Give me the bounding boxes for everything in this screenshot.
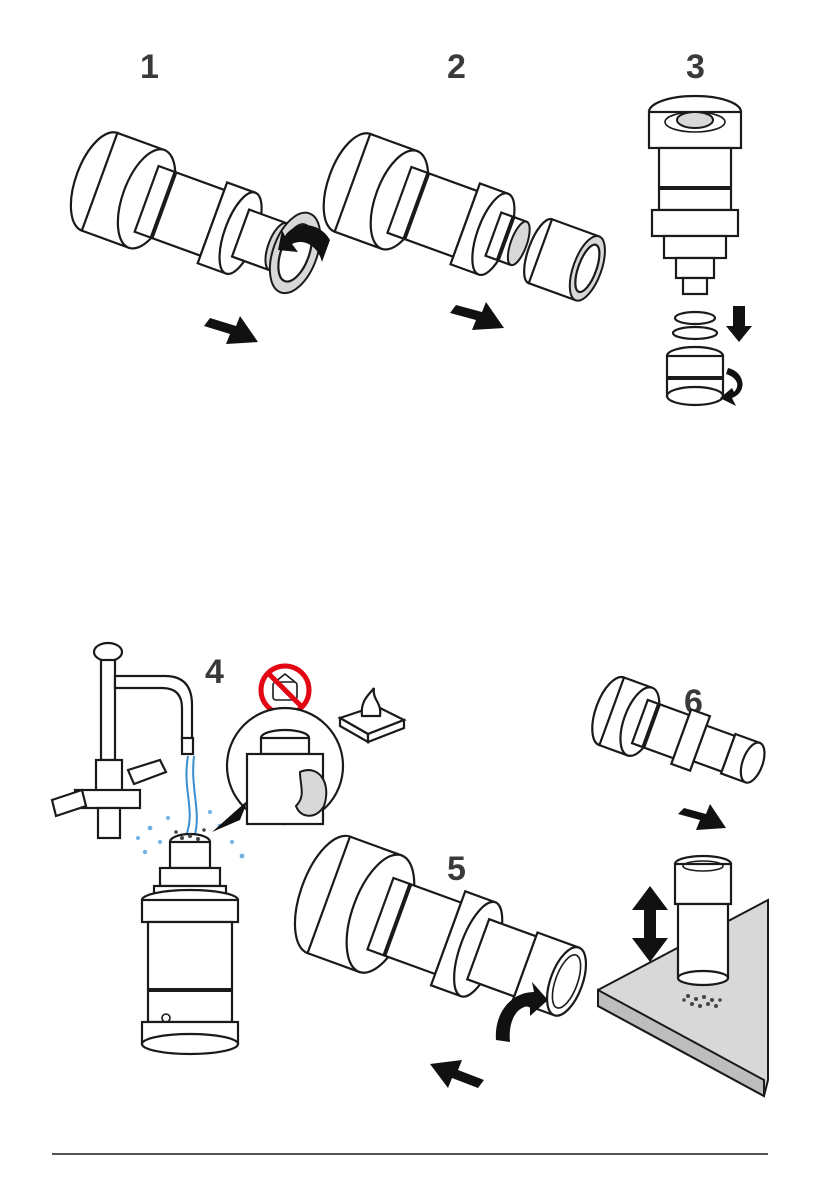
step-6-illustration xyxy=(584,672,774,800)
step-2-direction-arrow-icon xyxy=(450,302,504,330)
step-5-illustration xyxy=(281,827,602,1045)
step-2-illustration xyxy=(312,126,618,322)
step-1-direction-arrow-icon xyxy=(204,316,258,344)
step-6-tapping-part xyxy=(675,856,731,985)
step-5-direction-arrow-icon xyxy=(430,1060,484,1088)
step-4-illustration xyxy=(142,828,238,1054)
tissue-box-icon xyxy=(340,688,404,742)
water-faucet-icon xyxy=(52,643,193,838)
step-1-illustration xyxy=(59,125,333,310)
step-2-number: 2 xyxy=(447,48,466,86)
step-5-number: 5 xyxy=(447,850,466,888)
step-3-number: 3 xyxy=(686,48,705,86)
step-6-updown-arrow-icon xyxy=(632,886,668,962)
step-3-down-arrow-icon xyxy=(726,306,752,342)
step-3-illustration xyxy=(649,96,741,405)
step-6-direction-arrow-icon xyxy=(678,804,726,830)
step-1-number: 1 xyxy=(140,48,159,86)
water-stream xyxy=(186,756,197,838)
detail-callout xyxy=(212,708,343,832)
step-4-number: 4 xyxy=(205,653,224,691)
